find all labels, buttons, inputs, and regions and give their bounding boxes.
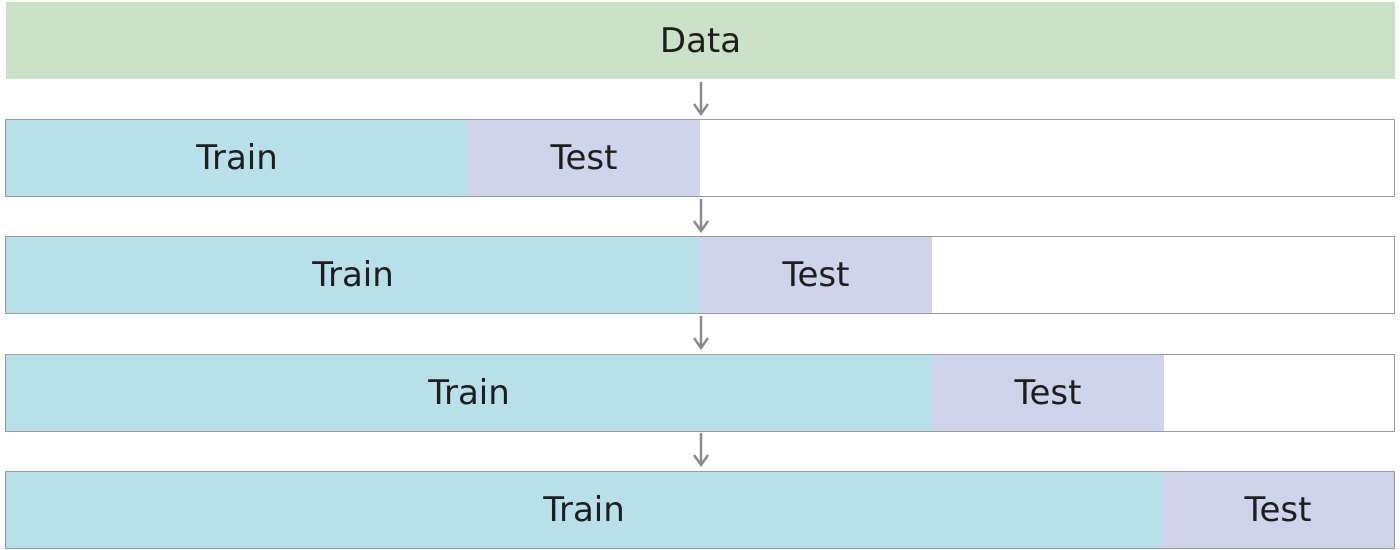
- split-row-1: Train Test: [5, 119, 1395, 197]
- test-label: Test: [1014, 373, 1082, 413]
- train-label: Train: [543, 490, 625, 530]
- train-segment: Train: [6, 120, 468, 196]
- train-label: Train: [196, 138, 278, 178]
- test-segment: Test: [932, 355, 1164, 431]
- split-row-4: Train Test: [5, 471, 1395, 549]
- test-label: Test: [1244, 490, 1312, 530]
- split-row-2: Train Test: [5, 236, 1395, 314]
- arrow-down-icon: [692, 433, 710, 468]
- train-label: Train: [312, 255, 394, 295]
- train-segment: Train: [6, 355, 932, 431]
- train-label: Train: [428, 373, 510, 413]
- arrow-down-icon: [692, 199, 710, 234]
- test-segment: Test: [700, 237, 932, 313]
- test-label: Test: [550, 138, 618, 178]
- data-label: Data: [659, 20, 742, 61]
- train-segment: Train: [6, 472, 1162, 548]
- test-segment: Test: [1162, 472, 1394, 548]
- train-segment: Train: [6, 237, 700, 313]
- arrow-down-icon: [692, 82, 710, 117]
- data-block: Data: [6, 2, 1395, 79]
- test-label: Test: [782, 255, 850, 295]
- split-row-3: Train Test: [5, 354, 1395, 432]
- arrow-down-icon: [692, 316, 710, 351]
- test-segment: Test: [468, 120, 700, 196]
